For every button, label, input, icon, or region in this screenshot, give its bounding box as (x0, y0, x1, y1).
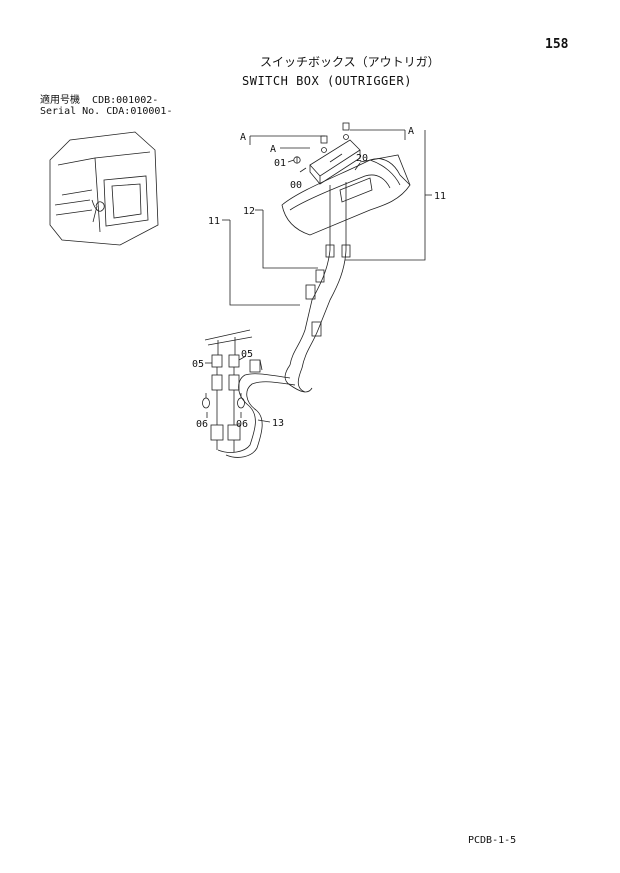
serial-applicability: 適用号機 CDB:001002- Serial No. CDA:010001- (40, 95, 172, 117)
wire-harness (202, 159, 361, 458)
callout-11-left: 11 (208, 216, 220, 227)
section-brackets (222, 129, 432, 306)
applicability-label: 適用号機 (40, 95, 80, 106)
applicability-value: CDB:001002- (92, 95, 159, 106)
callout-12: 12 (243, 206, 255, 217)
callout-13: 13 (272, 418, 284, 429)
callout-20: 20 (356, 153, 368, 164)
callout-labels: A A A 01 00 20 12 11 11 05 05 06 06 13 (192, 126, 446, 430)
callout-00: 00 (290, 180, 302, 191)
callout-A-top-left: A (240, 132, 246, 143)
switch-box-assembly (281, 122, 411, 236)
callout-A-inner: A (270, 144, 276, 155)
applicability-row-2: Serial No. CDA:010001- (40, 106, 172, 117)
applicability-value: CDA:010001- (106, 106, 173, 117)
callout-05-right: 05 (241, 349, 253, 360)
machine-thumbnail (49, 131, 159, 246)
applicability-row-1: 適用号機 CDB:001002- (40, 95, 172, 106)
callout-A-top-right: A (408, 126, 414, 137)
title-english: SWITCH BOX (OUTRIGGER) (242, 74, 412, 88)
applicability-label: Serial No. (40, 106, 101, 117)
callout-05-left: 05 (192, 359, 204, 370)
callout-06-right: 06 (236, 419, 248, 430)
footer-code: PCDB-1-5 (468, 835, 517, 846)
page-number: 158 (545, 37, 569, 52)
callout-01: 01 (274, 158, 286, 169)
callout-11-right: 11 (434, 191, 446, 202)
title-japanese: スイッチボックス（アウトリガ） (260, 55, 440, 69)
callout-06-left: 06 (196, 419, 208, 430)
